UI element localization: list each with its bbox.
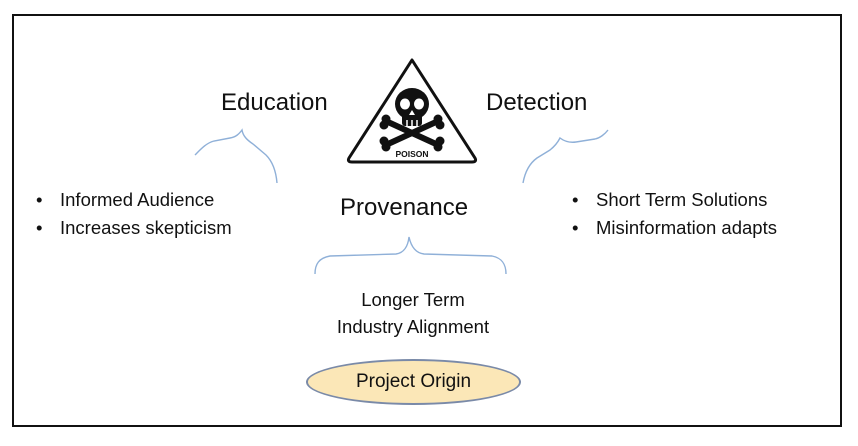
caption-line: Industry Alignment — [336, 316, 490, 337]
detection-bullet-item: Misinformation adapts — [568, 214, 777, 242]
badge-label: Project Origin — [355, 371, 472, 392]
education-bullet-item: Increases skepticism — [32, 214, 232, 242]
provenance-brace — [314, 236, 507, 275]
skull-crossbones-icon — [379, 88, 445, 152]
detection-heading: Detection — [486, 89, 588, 116]
provenance-caption: Longer Term Industry Alignment — [314, 286, 512, 340]
caption-line: Longer Term — [361, 289, 465, 310]
project-origin-badge: Project Origin — [306, 359, 521, 405]
poison-label: POISON — [395, 149, 428, 159]
provenance-heading: Provenance — [340, 194, 469, 221]
detection-bullet-list: Short Term Solutions Misinformation adap… — [568, 186, 777, 242]
education-heading: Education — [221, 89, 328, 116]
detection-bullet-item: Short Term Solutions — [568, 186, 777, 214]
education-bullet-item: Informed Audience — [32, 186, 232, 214]
poison-warning-sign: POISON — [346, 58, 478, 164]
detection-brace — [522, 129, 609, 184]
education-bullet-list: Informed Audience Increases skepticism — [32, 186, 232, 242]
education-brace — [194, 128, 278, 184]
